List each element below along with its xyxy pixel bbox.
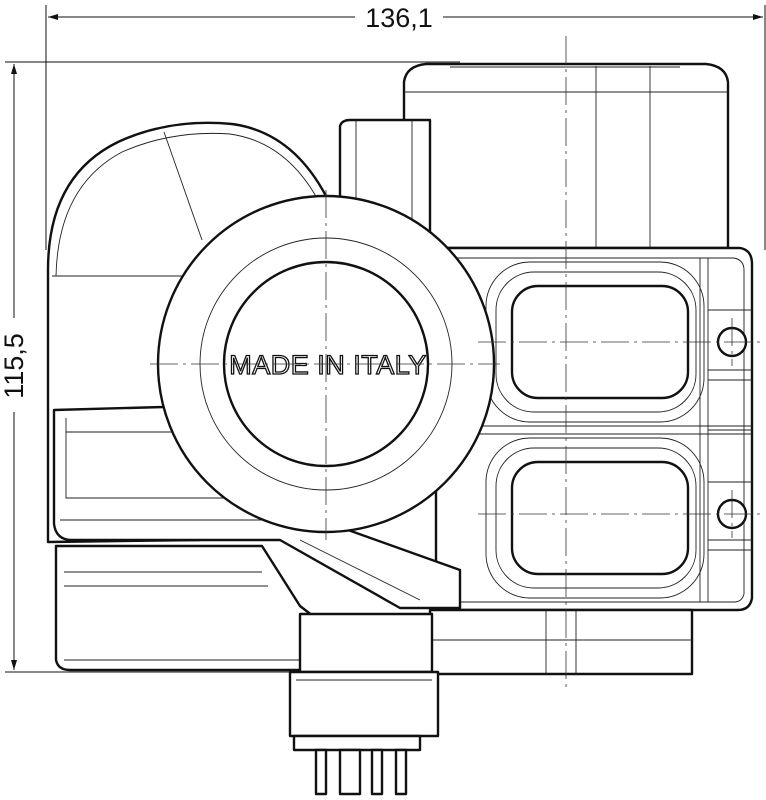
compressor-housing (402, 62, 730, 250)
height-dimension: 115,5 (0, 61, 460, 673)
made-in-italy-label: MADE IN ITALY (229, 350, 427, 380)
height-dimension-label: 115,5 (0, 333, 29, 399)
electrical-connector (288, 612, 440, 796)
width-dimension-label: 136,1 (365, 3, 433, 33)
base-block (428, 608, 694, 676)
width-dimension: 136,1 (45, 3, 766, 250)
lower-port (485, 437, 705, 599)
center-lines (150, 36, 760, 690)
